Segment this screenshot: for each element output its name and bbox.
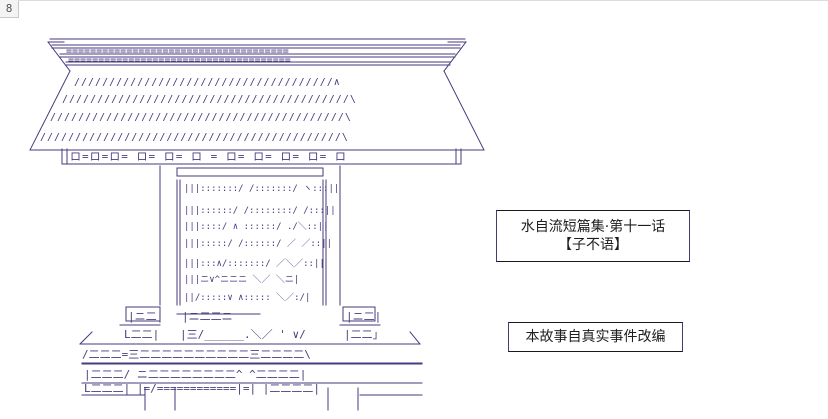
svg-text:|||:::::/ /::::::/ ／ ／::||: |||:::::/ /::::::/ ／ ／::|| — [184, 238, 332, 249]
svg-text:==============================: ===================================== — [66, 46, 289, 57]
svg-text:==============================: ===================================== — [68, 55, 291, 66]
page-number-tab[interactable]: 8 — [0, 0, 19, 18]
svg-text://////////////////////////////: ////////////////////////////////////////… — [50, 112, 352, 123]
svg-text:|三/______.＼／ ' ∨/: |三/______.＼／ ' ∨/ — [180, 328, 306, 341]
svg-text:|||::::/ ∧ ::::::/ ./＼::||: |||::::/ ∧ ::::::/ ./＼::|| — [184, 221, 328, 232]
svg-text:|二二二/ ニ二二二二二二二二^ ^二二二二|: |二二二/ ニ二二二二二二二二^ ^二二二二| — [84, 368, 306, 381]
svg-text://////////////////////////////: ////////////////////////////////////////… — [40, 132, 349, 143]
svg-text:L二二二| |=/============|=| |二二二二: L二二二| |=/============|=| |二二二二| — [84, 382, 320, 395]
svg-text://////////////////////////////: /////////////////////////////////////∧ — [74, 77, 341, 88]
svg-text:|ニ二|: |ニ二| — [346, 310, 381, 323]
svg-text:L二二|: L二二| — [124, 328, 159, 341]
subtitle-box: 本故事自真实事件改编 — [508, 322, 683, 352]
title-line2: 【子不语】 — [558, 237, 628, 253]
svg-text:|||ニ∨^ニニニ ＼／ ＼ニ|: |||ニ∨^ニニニ ＼／ ＼ニ| — [184, 274, 299, 285]
svg-text:||/:::::∨ ∧::::: ＼／:/|: ||/:::::∨ ∧::::: ＼／:/| — [184, 292, 310, 303]
svg-text:|||:::::::/ /:::::::/ ヽ:::||: |||:::::::/ /:::::::/ ヽ:::|| — [184, 184, 339, 194]
svg-text:|ニ二|: |ニ二| — [128, 310, 163, 323]
svg-text:/二二二=三二二二二二二二二二二三二二二二\: /二二二=三二二二二二二二二二二三二二二二\ — [82, 348, 311, 361]
svg-text:|二二」: |二二」 — [344, 328, 384, 341]
title-line1: 水自流短篇集·第十一话 — [520, 219, 666, 235]
subtitle-text: 本故事自真实事件改编 — [525, 329, 666, 345]
svg-text:|||::::::/ /::::::::/ /:::||: |||::::::/ /::::::::/ /:::|| — [184, 206, 336, 216]
svg-text:|||:::∧/:::::::/ ／＼／::||: |||:::∧/:::::::/ ／＼／::|| — [184, 258, 325, 269]
svg-text:ロ=ロ=ロ= ロ= ロ= ロ = ロ= ロ= ロ= ロ= ロ: ロ=ロ=ロ= ロ= ロ= ロ = ロ= ロ= ロ= ロ= ロ — [70, 150, 347, 163]
title-box: 水自流短篇集·第十一话 【子不语】 — [496, 210, 690, 262]
svg-text://////////////////////////////: ////////////////////////////////////////… — [62, 94, 357, 105]
top-border — [18, 0, 828, 1]
svg-text:|ニ二二ニ: |ニ二二ニ — [182, 310, 233, 323]
